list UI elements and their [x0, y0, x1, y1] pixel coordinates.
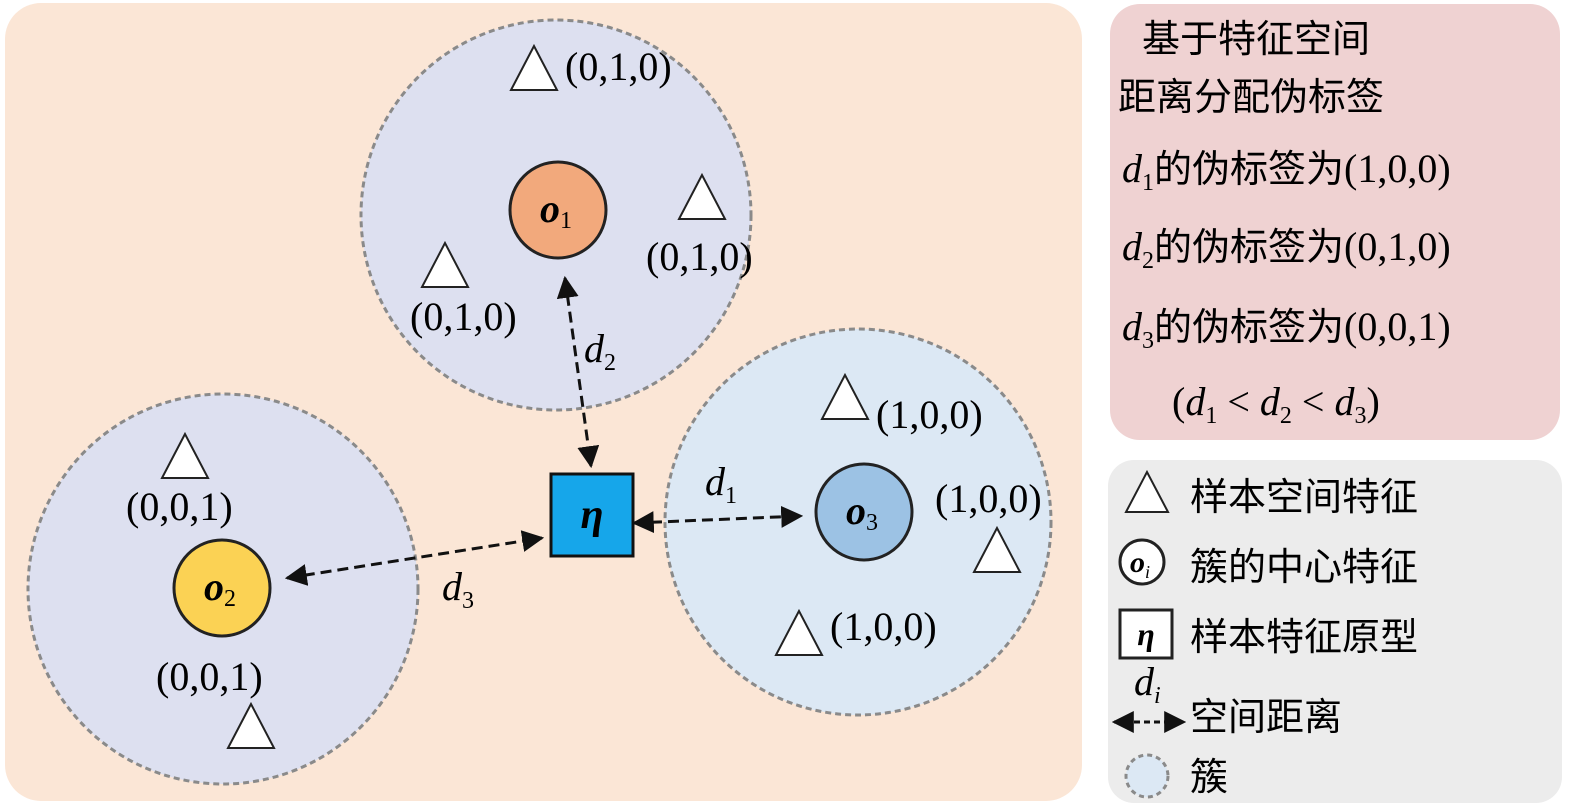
svg-text:d3: d3 — [442, 564, 474, 614]
legend-triangle-icon — [1124, 469, 1170, 513]
legend-cluster-icon — [1124, 753, 1170, 799]
center-o2-letter: o — [204, 564, 224, 609]
sample-triangle-icon — [774, 608, 824, 656]
sample-triangle-icon — [160, 431, 210, 479]
distance-d1-sub: 1 — [725, 483, 737, 509]
sample-triangle-icon — [677, 172, 727, 220]
sample-label: (0,1,0) — [410, 294, 517, 339]
sample-label: (0,0,1) — [156, 654, 263, 699]
distance-d3-letter: d — [442, 564, 463, 609]
center-o1 — [508, 160, 608, 260]
sample-label: (1,0,0) — [830, 604, 937, 649]
legend-label-cluster: 簇 — [1190, 755, 1228, 799]
legend-label-distance: 空间距离 — [1190, 695, 1342, 739]
prototype-label: η — [580, 492, 603, 538]
legend-label-sample: 样本空间特征 — [1190, 475, 1418, 519]
distance-arrow-3 — [284, 530, 545, 586]
distance-d3-sub: 3 — [462, 588, 474, 614]
info-title-line1: 基于特征空间 — [1142, 17, 1370, 61]
svg-text:o2: o2 — [204, 564, 236, 612]
center-o1-sub: 1 — [560, 208, 572, 234]
info-panel — [1110, 4, 1560, 440]
legend-prototype-icon — [1118, 608, 1174, 660]
sample-label: (0,0,1) — [126, 484, 233, 529]
sample-label: (0,1,0) — [646, 234, 753, 279]
legend-panel — [1108, 460, 1562, 803]
sample-label: (1,0,0) — [935, 476, 1042, 521]
svg-text:d2: d2 — [584, 326, 616, 376]
sample-triangle-icon — [226, 701, 276, 749]
center-o3-letter: o — [846, 488, 866, 533]
distance-arrow-1 — [631, 505, 804, 534]
sample-label: (0,1,0) — [565, 44, 672, 89]
info-title-line2: 距离分配伪标签 — [1118, 75, 1384, 119]
center-o3-sub: 3 — [866, 510, 878, 536]
info-order: (d1 < d2 < d3) — [1172, 379, 1380, 429]
svg-text:o1: o1 — [540, 186, 572, 234]
sample-triangle-icon — [820, 372, 870, 420]
center-o3 — [814, 462, 914, 562]
distance-d1-letter: d — [705, 459, 726, 504]
distance-arrow-2 — [556, 275, 600, 469]
legend-distance-letter: d — [1134, 659, 1155, 704]
legend-label-center: 簇的中心特征 — [1190, 545, 1418, 589]
center-o1-letter: o — [540, 186, 560, 231]
distance-d2-sub: 2 — [604, 350, 616, 376]
svg-text:di: di — [1134, 659, 1161, 709]
legend-center-icon — [1118, 538, 1166, 586]
sample-triangle-icon — [420, 240, 470, 288]
sample-label: (1,0,0) — [876, 392, 983, 437]
legend-prototype-symbol: η — [1137, 616, 1155, 652]
info-rule-3: d3的伪标签为(0,0,1) — [1122, 304, 1451, 354]
prototype-box — [549, 472, 635, 558]
distance-d2-letter: d — [584, 326, 605, 371]
info-rule-2: d2的伪标签为(0,1,0) — [1122, 224, 1451, 274]
svg-text:o3: o3 — [846, 488, 878, 536]
info-rule-1: d1的伪标签为(1,0,0) — [1122, 146, 1451, 196]
center-o2 — [172, 538, 272, 638]
sample-triangle-icon — [509, 43, 559, 91]
legend-label-prototype: 样本特征原型 — [1190, 615, 1418, 659]
sample-triangle-icon — [972, 525, 1022, 573]
legend-distance-sub: i — [1154, 683, 1161, 709]
svg-text:d1: d1 — [705, 459, 737, 509]
center-o2-sub: 2 — [224, 586, 236, 612]
svg-text:oi: oi — [1130, 546, 1150, 582]
